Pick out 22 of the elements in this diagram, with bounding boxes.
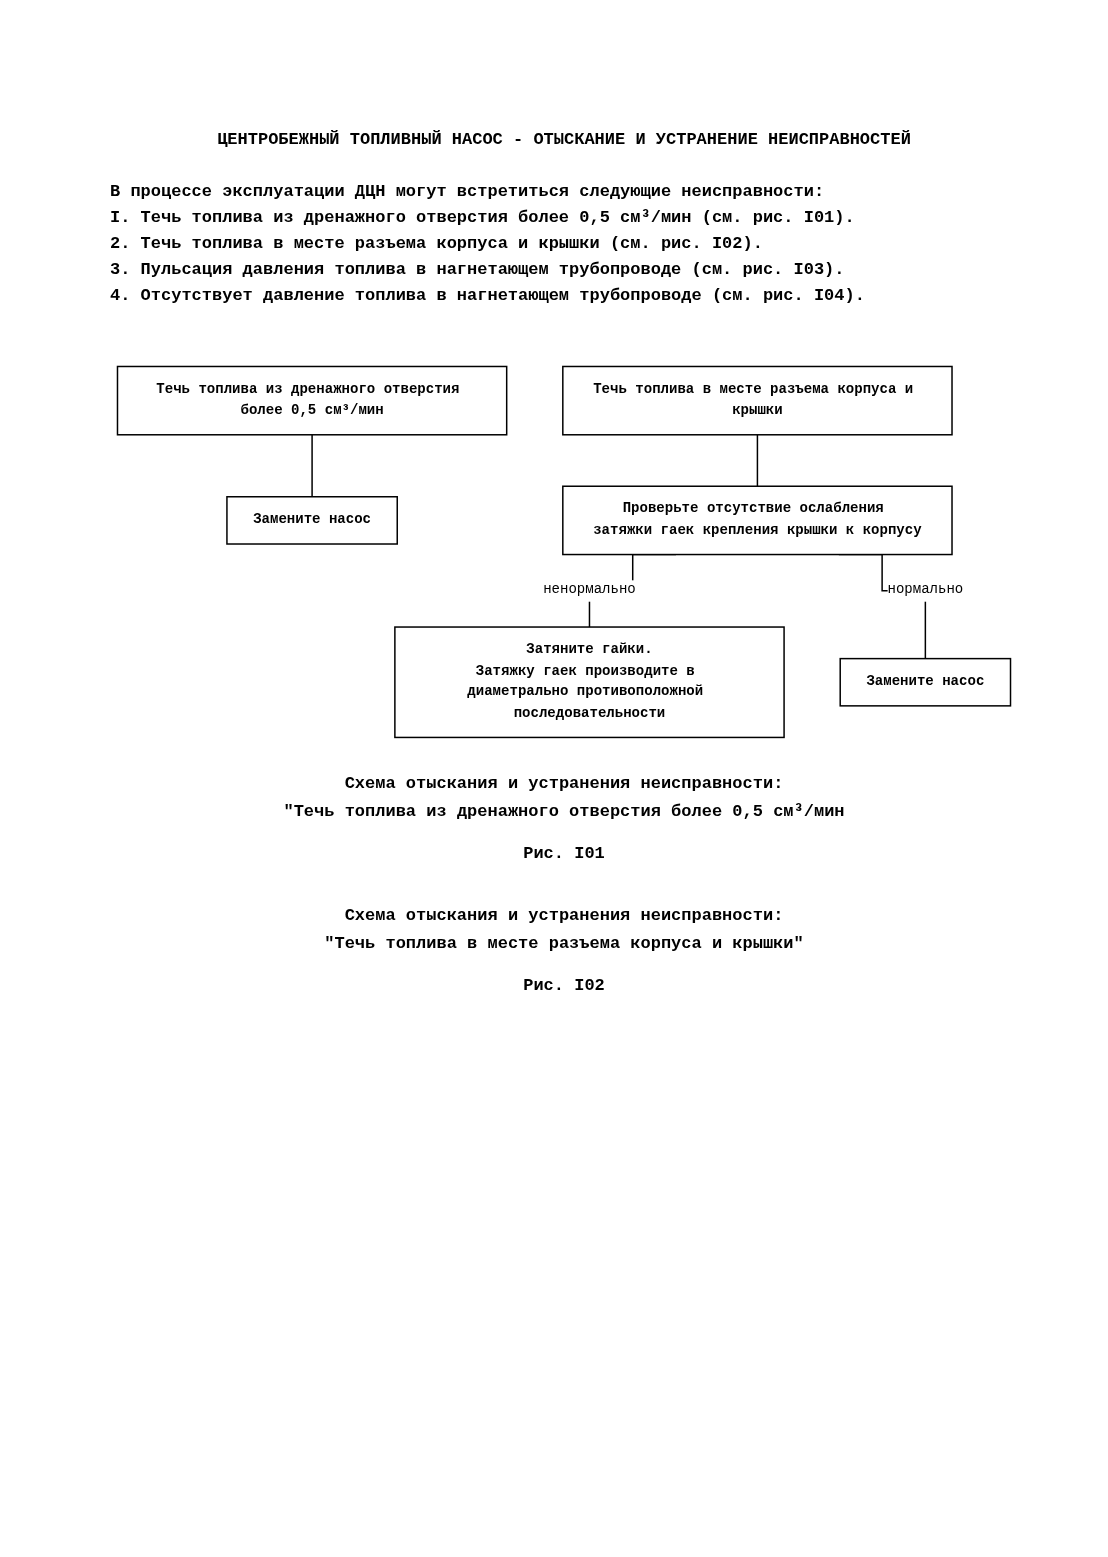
connector [756, 434, 759, 487]
list-item: 2. Течь топлива в месте разъема корпуса и крышки (см. рис. I02). [110, 233, 764, 255]
figure-number: Рис. I01 [522, 842, 606, 865]
figure-caption: Схема отыскания и устранения неисправности: [343, 772, 785, 795]
figure-caption: "Течь топлива из дренажного отверстия более 0,5 см³/мин [282, 800, 846, 823]
edge-label: нормально [887, 582, 964, 599]
list-item: 3. Пульсация давления топлива в нагнетающем трубопроводе (см. рис. I03). [110, 259, 846, 281]
figure-caption: Схема отыскания и устранения неисправности: [343, 904, 785, 927]
node-box: Проверьте отсутствие ослабления затяжки гаек крепления крышки к корпусу [562, 485, 953, 556]
page-title: ЦЕНТРОБЕЖНЫЙ ТОПЛИВНЫЙ НАСОС - ОТЫСКАНИЕ И УСТРАНЕНИЕ НЕИСПРАВНОСТЕЙ [216, 130, 912, 149]
node-box: Течь топлива в месте разъема корпуса и крышки [562, 365, 953, 436]
node-box: Затяните гайки. Затяжку гаек производите в диаметрально противоположной последовательности [394, 626, 785, 739]
list-item: 4. Отсутствует давление топлива в нагнетающем трубопроводе (см. рис. I04). [110, 285, 866, 307]
figure-number: Рис. I02 [522, 974, 606, 997]
node-box: Замените насос [226, 496, 398, 545]
connector [311, 434, 313, 498]
figure-caption: "Течь топлива в месте разъема корпуса и крышки" [323, 932, 805, 955]
intro-text: В процессе эксплуатации ДЦН могут встретиться следующие неисправности: [110, 181, 826, 203]
edge-label: ненормально [543, 582, 636, 599]
node-box: Замените насос [839, 657, 1012, 707]
node-box: Течь топлива из дренажного отверстия более 0,5 см³/мин [116, 365, 508, 436]
list-item: I. Течь топлива из дренажного отверстия более 0,5 см³/мин (см. рис. I01). [110, 207, 856, 229]
